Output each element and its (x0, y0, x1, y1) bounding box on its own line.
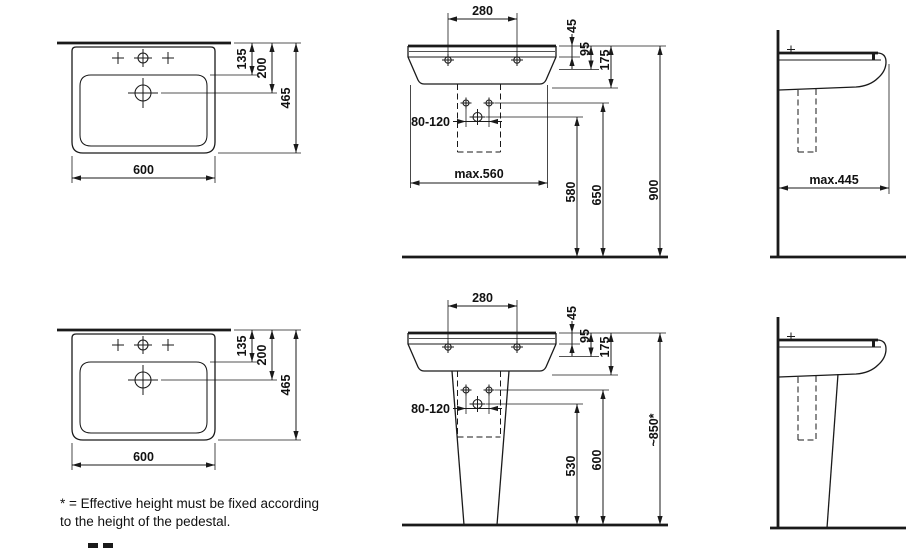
dim-175: 175 (598, 50, 612, 71)
front-view-pedestal: 280 45 95 175 80-120 530 600 ~850* (402, 291, 668, 527)
dim-80-120: 80-120 (411, 402, 450, 416)
side-view-wall-mounted: max.445 (770, 30, 906, 259)
dim-465: 465 (279, 88, 293, 109)
footnote: * = Effective height must be fixed accor… (60, 496, 319, 529)
dim-280: 280 (472, 291, 493, 305)
dim-45: 45 (565, 306, 579, 320)
dim-465: 465 (279, 375, 293, 396)
dim-650: 650 (590, 185, 604, 206)
pedestal-front-edge (826, 373, 839, 529)
dim-45: 45 (565, 19, 579, 33)
dim-280: 280 (472, 4, 493, 18)
concealed-area-outline (457, 84, 501, 153)
top-view-wall-variant: 135 200 465 600 (57, 43, 301, 183)
dim-200: 200 (255, 58, 269, 79)
dim-900: 900 (647, 180, 661, 201)
dim-850: ~850* (647, 413, 661, 446)
dim-175: 175 (598, 337, 612, 358)
pedestal-right-edge (496, 370, 510, 526)
dim-600: 600 (133, 450, 154, 464)
dim-600: 600 (590, 450, 604, 471)
dim-200: 200 (255, 345, 269, 366)
dim-95: 95 (578, 42, 592, 56)
dim-135: 135 (235, 49, 249, 70)
dim-max-445: max.445 (809, 173, 858, 187)
dim-135: 135 (235, 336, 249, 357)
dim-580: 580 (564, 182, 578, 203)
footnote-line-2: to the height of the pedestal. (60, 514, 230, 529)
dim-530: 530 (564, 456, 578, 477)
concealed-drain-outline (797, 376, 817, 441)
top-view-pedestal-variant: 135 200 465 600 (57, 330, 301, 470)
pedestal-left-edge (451, 370, 465, 526)
dim-95: 95 (578, 329, 592, 343)
side-view-pedestal (770, 317, 906, 530)
footnote-line-1: * = Effective height must be fixed accor… (60, 496, 319, 511)
dim-80-120: 80-120 (411, 115, 450, 129)
dim-600: 600 (133, 163, 154, 177)
cropped-text-fragment (88, 543, 113, 548)
dim-max-560: max.560 (454, 167, 503, 181)
front-view-wall-mounted: 280 45 95 175 80-120 max.560 580 650 900 (402, 4, 668, 259)
concealed-drain-outline (797, 89, 817, 153)
